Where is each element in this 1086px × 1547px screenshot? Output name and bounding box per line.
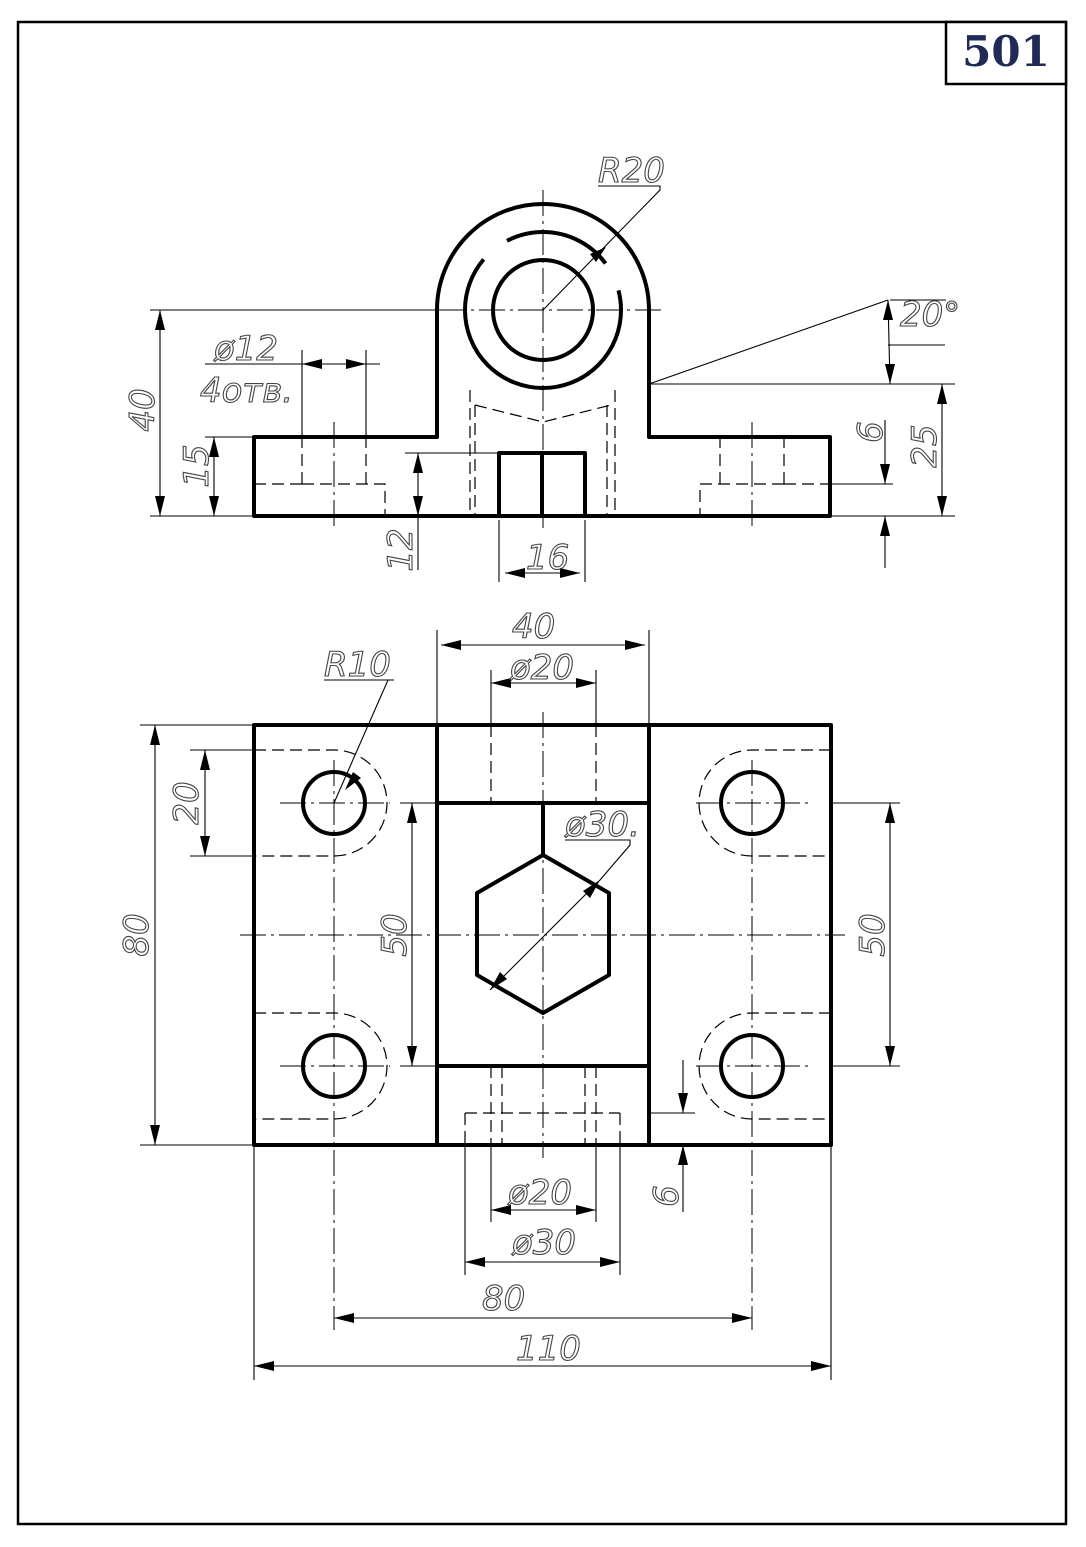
front-slot-height-label: 12 bbox=[381, 528, 421, 571]
sheet-number-box bbox=[944, 20, 1068, 86]
front-arrows bbox=[155, 247, 947, 578]
front-radius-label: R20 bbox=[598, 151, 665, 191]
top-bore-diameter-label: ø20 bbox=[509, 648, 574, 688]
front-side-height-label: 25 bbox=[905, 424, 945, 467]
front-extension-lines bbox=[150, 299, 955, 582]
top-overall-depth-label: 80 bbox=[117, 913, 157, 956]
front-step-height-label: 6 bbox=[851, 421, 891, 443]
top-overall-width-label: 110 bbox=[516, 1329, 581, 1369]
front-hole-count-label: 4отв. bbox=[200, 371, 293, 411]
top-radius-label: R10 bbox=[324, 645, 391, 685]
top-view: 40 R10 ø20 ø30. 20 80 50 50 6 ø20 ø30 80… bbox=[116, 606, 900, 1380]
front-view: R20 20° ø12 4отв. 16 40 15 12 6 25 bbox=[122, 150, 961, 582]
top-hole-spacing-label: 20 bbox=[167, 781, 207, 824]
front-hole-diameter-label: ø12 bbox=[213, 329, 278, 369]
top-dimension-lines bbox=[154, 644, 891, 1367]
hex-nut bbox=[475, 853, 611, 1015]
top-inner-depth-label: 50 bbox=[375, 913, 415, 956]
top-hole-pitch-label: 80 bbox=[482, 1279, 525, 1319]
sheet-border bbox=[16, 20, 1068, 1526]
top-hex-diameter-label: ø30. bbox=[564, 805, 640, 845]
front-height-total-label: 40 bbox=[123, 388, 163, 431]
top-arrows bbox=[150, 640, 895, 1371]
top-counterbore-label: ø30 bbox=[511, 1223, 576, 1263]
sheet-number: 501 bbox=[962, 27, 1050, 76]
front-height-base-label: 15 bbox=[177, 444, 217, 487]
front-outline bbox=[252, 202, 832, 518]
top-right-depth-label: 50 bbox=[853, 913, 893, 956]
top-extension-lines bbox=[140, 630, 900, 1380]
top-bottom-step-label: 6 bbox=[647, 1185, 687, 1207]
top-bore-diameter-bottom-label: ø20 bbox=[507, 1173, 572, 1213]
top-width-label: 40 bbox=[512, 607, 555, 647]
front-angle-label: 20° bbox=[900, 295, 960, 335]
top-center-lines bbox=[240, 712, 845, 1330]
front-slot-width-label: 16 bbox=[526, 538, 569, 578]
front-center-lines bbox=[333, 190, 753, 530]
